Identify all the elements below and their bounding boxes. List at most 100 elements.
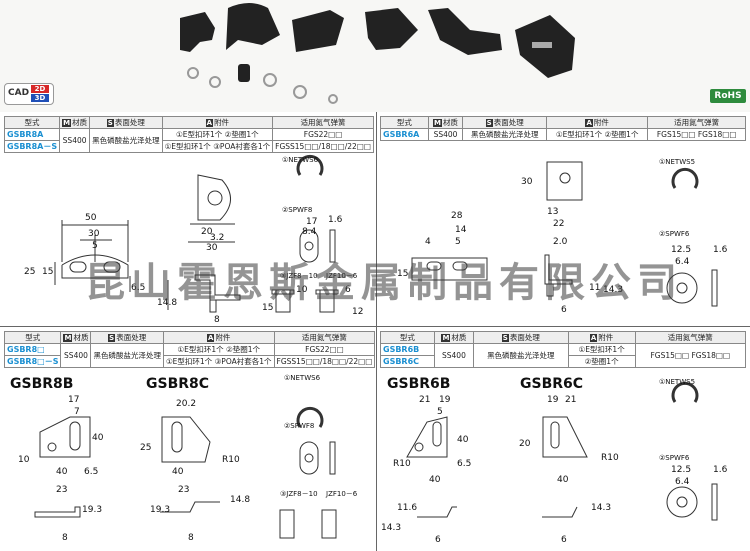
dim-5: 5 (455, 237, 461, 247)
drawing-gsbr6bc: GSBR6B GSBR6C 21 19 5 R10 40 6.5 40 11.6… (381, 376, 728, 545)
spring-value: FGS22□□ (273, 343, 376, 356)
dim-6: 6 (345, 285, 351, 295)
header-spring: 适用氮气弹簧 (647, 116, 746, 129)
dim-6-4: 6.4 (675, 477, 690, 487)
part-code[interactable]: GSBR8□－S (3, 355, 62, 368)
dim-25: 25 (24, 267, 35, 277)
dim-40: 40 (92, 433, 104, 443)
part-code[interactable]: GSBR8A (3, 128, 61, 141)
title-gsbr6b: GSBR6B (387, 376, 450, 392)
dim-10: 10 (18, 455, 30, 465)
dim-13: 13 (547, 207, 558, 217)
part-code[interactable]: GSBR6A (380, 128, 429, 141)
accessory-value: ①E型扣环1个 ②垫圈1个 (161, 128, 274, 141)
3d-label: 3D (31, 94, 49, 102)
spring-value: FGS22□□ (272, 128, 374, 141)
dim-40-c: 40 (557, 475, 569, 485)
dim-40: 40 (457, 435, 469, 445)
label-jzf10: JZF10－6 (325, 490, 358, 498)
title-gsbr6c: GSBR6C (520, 376, 583, 392)
label-netws6: ①NETWS6 (282, 156, 319, 164)
spring-value: FGSS15□□/18□□/22□□ (273, 355, 376, 368)
dim-14-3: 14.3 (603, 285, 623, 295)
header-spring: 适用氮气弹簧 (634, 331, 747, 344)
dim-22: 22 (553, 219, 564, 229)
vertical-divider (376, 112, 377, 551)
accessory-value: ②垫圈1个 (567, 355, 636, 368)
header-type: 型式 (380, 331, 435, 344)
part-code[interactable]: GSBR8□ (3, 343, 62, 356)
dim-15: 15 (397, 269, 408, 279)
dim-6-4: 6.4 (675, 257, 690, 267)
dim-1-6: 1.6 (328, 215, 343, 225)
dim-20: 20 (201, 227, 213, 237)
dim-14-8: 14.8 (157, 298, 177, 308)
part-code[interactable]: GSBR8A－S (3, 140, 61, 153)
header-type: 型式 (3, 116, 61, 129)
dim-8: 8 (62, 533, 68, 543)
dim-21-c: 21 (565, 395, 576, 405)
header-type: 型式 (3, 331, 62, 344)
surface-value: 黑色磷酸盐光泽处理 (472, 343, 569, 368)
title-gsbr8c: GSBR8C (146, 376, 209, 392)
dim-17: 17 (68, 395, 79, 405)
material-value: SS400 (433, 343, 474, 368)
dim-6-5: 6.5 (457, 459, 471, 469)
spring-value: FGS15□□ FGS18□□ (647, 128, 746, 141)
cad-badge[interactable]: CAD 2D 3D (4, 83, 54, 105)
part-code[interactable]: GSBR6C (380, 355, 435, 368)
spring-value: FGSS15□□/18□□/22□□ (272, 140, 374, 153)
dim-20-2: 20.2 (176, 399, 196, 409)
label-spwf6: ②SPWF6 (659, 230, 690, 238)
label-netws5: ①NETWS5 (659, 158, 695, 166)
label-netws5: ①NETWS5 (659, 378, 695, 386)
drawing-gsbr6a: 28 14 4 5 15 30 13 22 2.0 11 14.3 6 ①NET… (397, 158, 728, 315)
part-code[interactable]: GSBR6B (380, 343, 435, 356)
dim-40-c: 40 (172, 467, 184, 477)
dim-15: 15 (42, 267, 53, 277)
label-spwf8: ②SPWF8 (282, 206, 312, 214)
dim-6-5: 6.5 (131, 283, 145, 293)
dim-11: 11 (589, 283, 600, 293)
dim-12-5: 12.5 (671, 245, 691, 255)
dim-1-6: 1.6 (713, 245, 728, 255)
dim-23-c: 23 (178, 485, 189, 495)
dim-4: 4 (425, 237, 431, 247)
dim-23: 23 (56, 485, 67, 495)
dim-2-0: 2.0 (553, 237, 568, 247)
label-spwf8: ②SPWF8 (284, 422, 314, 430)
dim-8-4: 8.4 (302, 227, 317, 237)
title-gsbr8b: GSBR8B (10, 376, 73, 392)
product-photos (180, 3, 575, 104)
dim-50: 50 (85, 213, 97, 223)
rohs-badge: RoHS (710, 89, 746, 103)
dim-40-b: 40 (429, 475, 441, 485)
header-spring: 适用氮气弹簧 (272, 116, 374, 129)
dim-14-3: 14.3 (381, 523, 401, 533)
dim-19-c: 19 (547, 395, 559, 405)
drawing-gsbr8a: 50 30 5 25 15 6.5 20 3.2 30 14.8 8 ①NETW… (24, 154, 363, 325)
dim-17: 17 (306, 217, 317, 227)
drawing-gsbr8bc: GSBR8B GSBR8C 17 7 10 40 40 6.5 23 19.3 … (10, 374, 358, 543)
horizontal-divider (0, 326, 750, 327)
dim-21: 21 (419, 395, 430, 405)
dim-r10: R10 (393, 459, 411, 469)
surface-value: 黑色磷酸盐光泽处理 (89, 128, 163, 153)
label-jzf8: ③JZF8－10 (280, 490, 318, 498)
label-jzf8: ③JZF8－10 (280, 272, 318, 280)
label-spwf6: ②SPWF6 (659, 454, 690, 462)
label-jzf10: JZF10－6 (325, 272, 358, 280)
